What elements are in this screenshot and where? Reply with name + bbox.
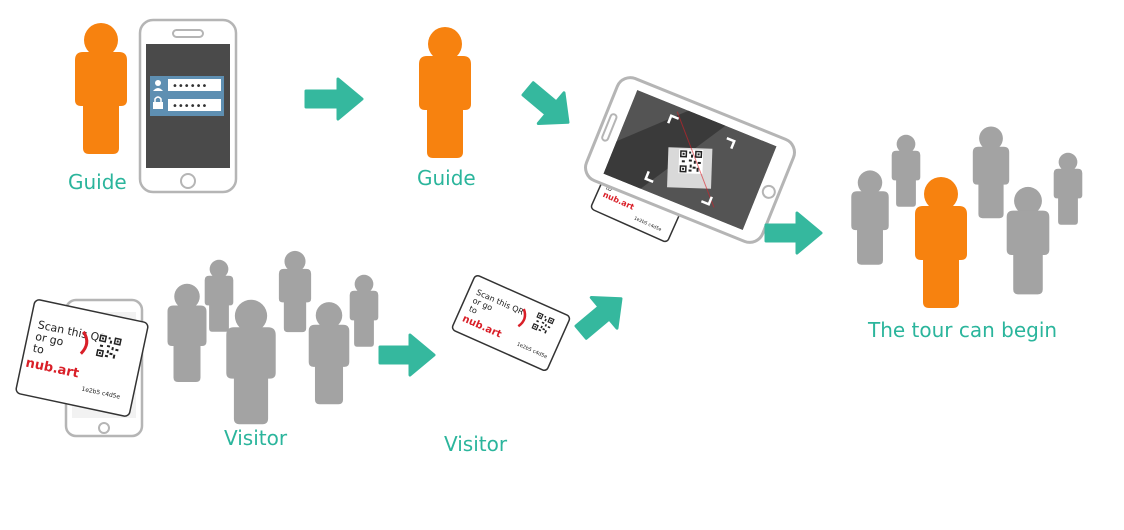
arrow-card-to-scan [574, 296, 623, 340]
visitor-card-on-phone: Scan this QR or go to nub.art 1e2b5 c4d5… [15, 299, 149, 417]
arrow-crowd-to-card [378, 333, 436, 377]
visitor-ticket-card: Scan this QR or go to nub.art 1e2b5 c4d5… [451, 274, 571, 372]
label-guide-ready: Guide [417, 166, 476, 190]
ticket-card-line3: to [468, 304, 479, 316]
phone-scanning [584, 76, 796, 244]
visitor-card-line2: or go [34, 330, 65, 349]
arrow-scan-to-tour [764, 211, 823, 255]
visitor-card-line3: to [32, 342, 46, 357]
tour-guide-figure [915, 177, 967, 308]
lock-icon [153, 96, 163, 109]
guide-figure-login [75, 23, 127, 154]
login-user-field-value: •••••• [172, 81, 207, 92]
user-icon [153, 80, 163, 91]
arrow-login-to-guide [304, 77, 364, 121]
login-user-field[interactable] [168, 79, 221, 91]
visitor-crowd [167, 250, 379, 425]
login-password-field-value: •••••• [172, 101, 207, 112]
tour-group [851, 126, 1083, 308]
label-visitor-card: Visitor [444, 432, 508, 456]
scan-card-line3: to [605, 184, 614, 193]
arrow-guide-to-scan [521, 81, 570, 125]
label-tour-begin: The tour can begin [867, 318, 1057, 342]
phone-login: •••••• •••••• [138, 18, 238, 194]
login-password-field[interactable] [168, 99, 221, 111]
tour-visitors [851, 126, 1083, 295]
guide-figure-ready [419, 27, 471, 158]
label-guide-login: Guide [68, 170, 127, 194]
label-visitor-group: Visitor [224, 426, 288, 450]
